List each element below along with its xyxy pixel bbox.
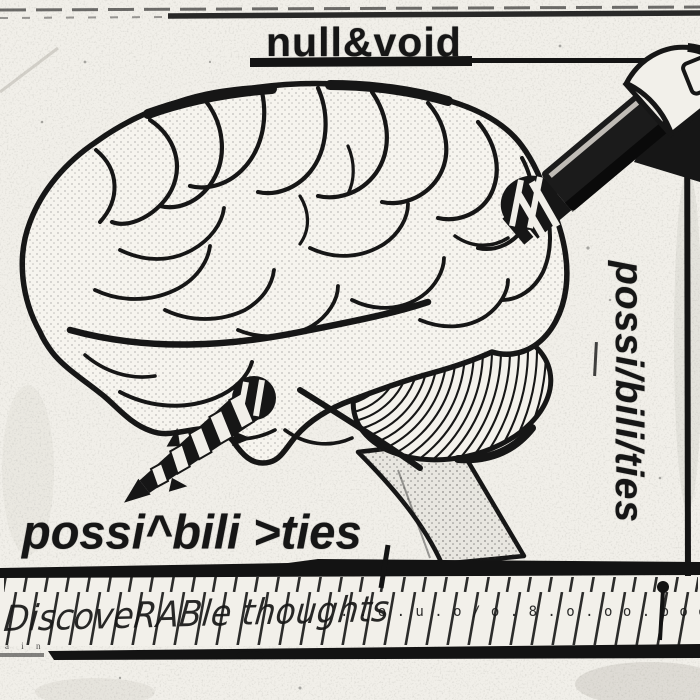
bolt-screw-top-right-icon (500, 42, 700, 245)
title-underline (250, 56, 700, 67)
vertical-possibilities-text: possi/bili/ties (607, 260, 650, 524)
stray-dash (593, 341, 598, 377)
possibilities-slogan-text: possi^bili >ties (22, 504, 362, 559)
title-text: null&void (266, 19, 462, 65)
right-border-line (684, 58, 691, 586)
top-border-line (0, 5, 700, 19)
ruler-scribble-marks: . . o . u . o / o . 8 . o . o o . o o o … (340, 604, 700, 620)
ruler-strip (0, 544, 700, 660)
wood-screw-bottom-left-icon (124, 376, 276, 503)
corner-stray-marks: a i n (5, 641, 46, 651)
